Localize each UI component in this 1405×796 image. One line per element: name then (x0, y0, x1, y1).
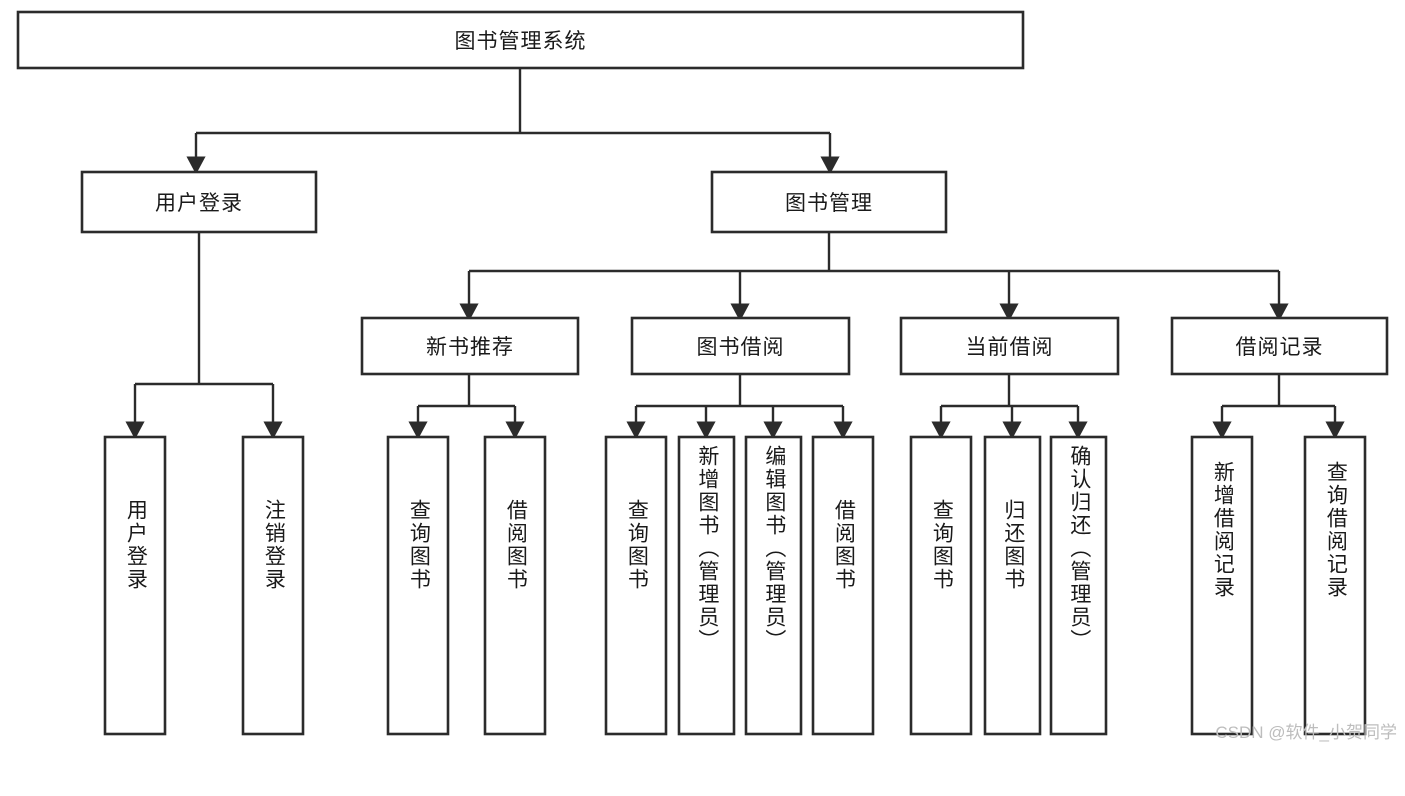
node-current-borrow-box[interactable] (899, 316, 1120, 376)
leaf-box-query-book-current[interactable] (909, 435, 973, 736)
leaf-box-user-login[interactable] (103, 435, 167, 736)
diagram-canvas (16, 10, 1389, 736)
leaf-box-query-book-newrec[interactable] (386, 435, 450, 736)
node-book-manage-box[interactable] (710, 170, 948, 234)
leaf-box-add-borrow-record[interactable] (1190, 435, 1254, 736)
leaf-box-borrow-book[interactable] (811, 435, 875, 736)
node-user-login-box[interactable] (80, 170, 318, 234)
leaf-box-confirm-return-admin[interactable] (1049, 435, 1108, 736)
leaf-box-edit-book-admin[interactable] (744, 435, 803, 736)
leaf-box-logout[interactable] (241, 435, 305, 736)
node-borrow-record-box[interactable] (1170, 316, 1389, 376)
leaf-box-borrow-book-newrec[interactable] (483, 435, 547, 736)
node-new-book-rec-box[interactable] (360, 316, 580, 376)
leaf-box-query-book-borrow[interactable] (604, 435, 668, 736)
leaf-box-return-book[interactable] (983, 435, 1042, 736)
node-book-borrow-box[interactable] (630, 316, 851, 376)
node-root-box[interactable] (16, 10, 1025, 70)
diagram-root: 图书管理系统 用户登录 图书管理 新书推荐 图书借阅 当前借阅 借阅记录 用户登… (16, 10, 1397, 742)
leaf-box-query-borrow-record[interactable] (1303, 435, 1367, 736)
leaf-box-add-book-admin[interactable] (677, 435, 736, 736)
